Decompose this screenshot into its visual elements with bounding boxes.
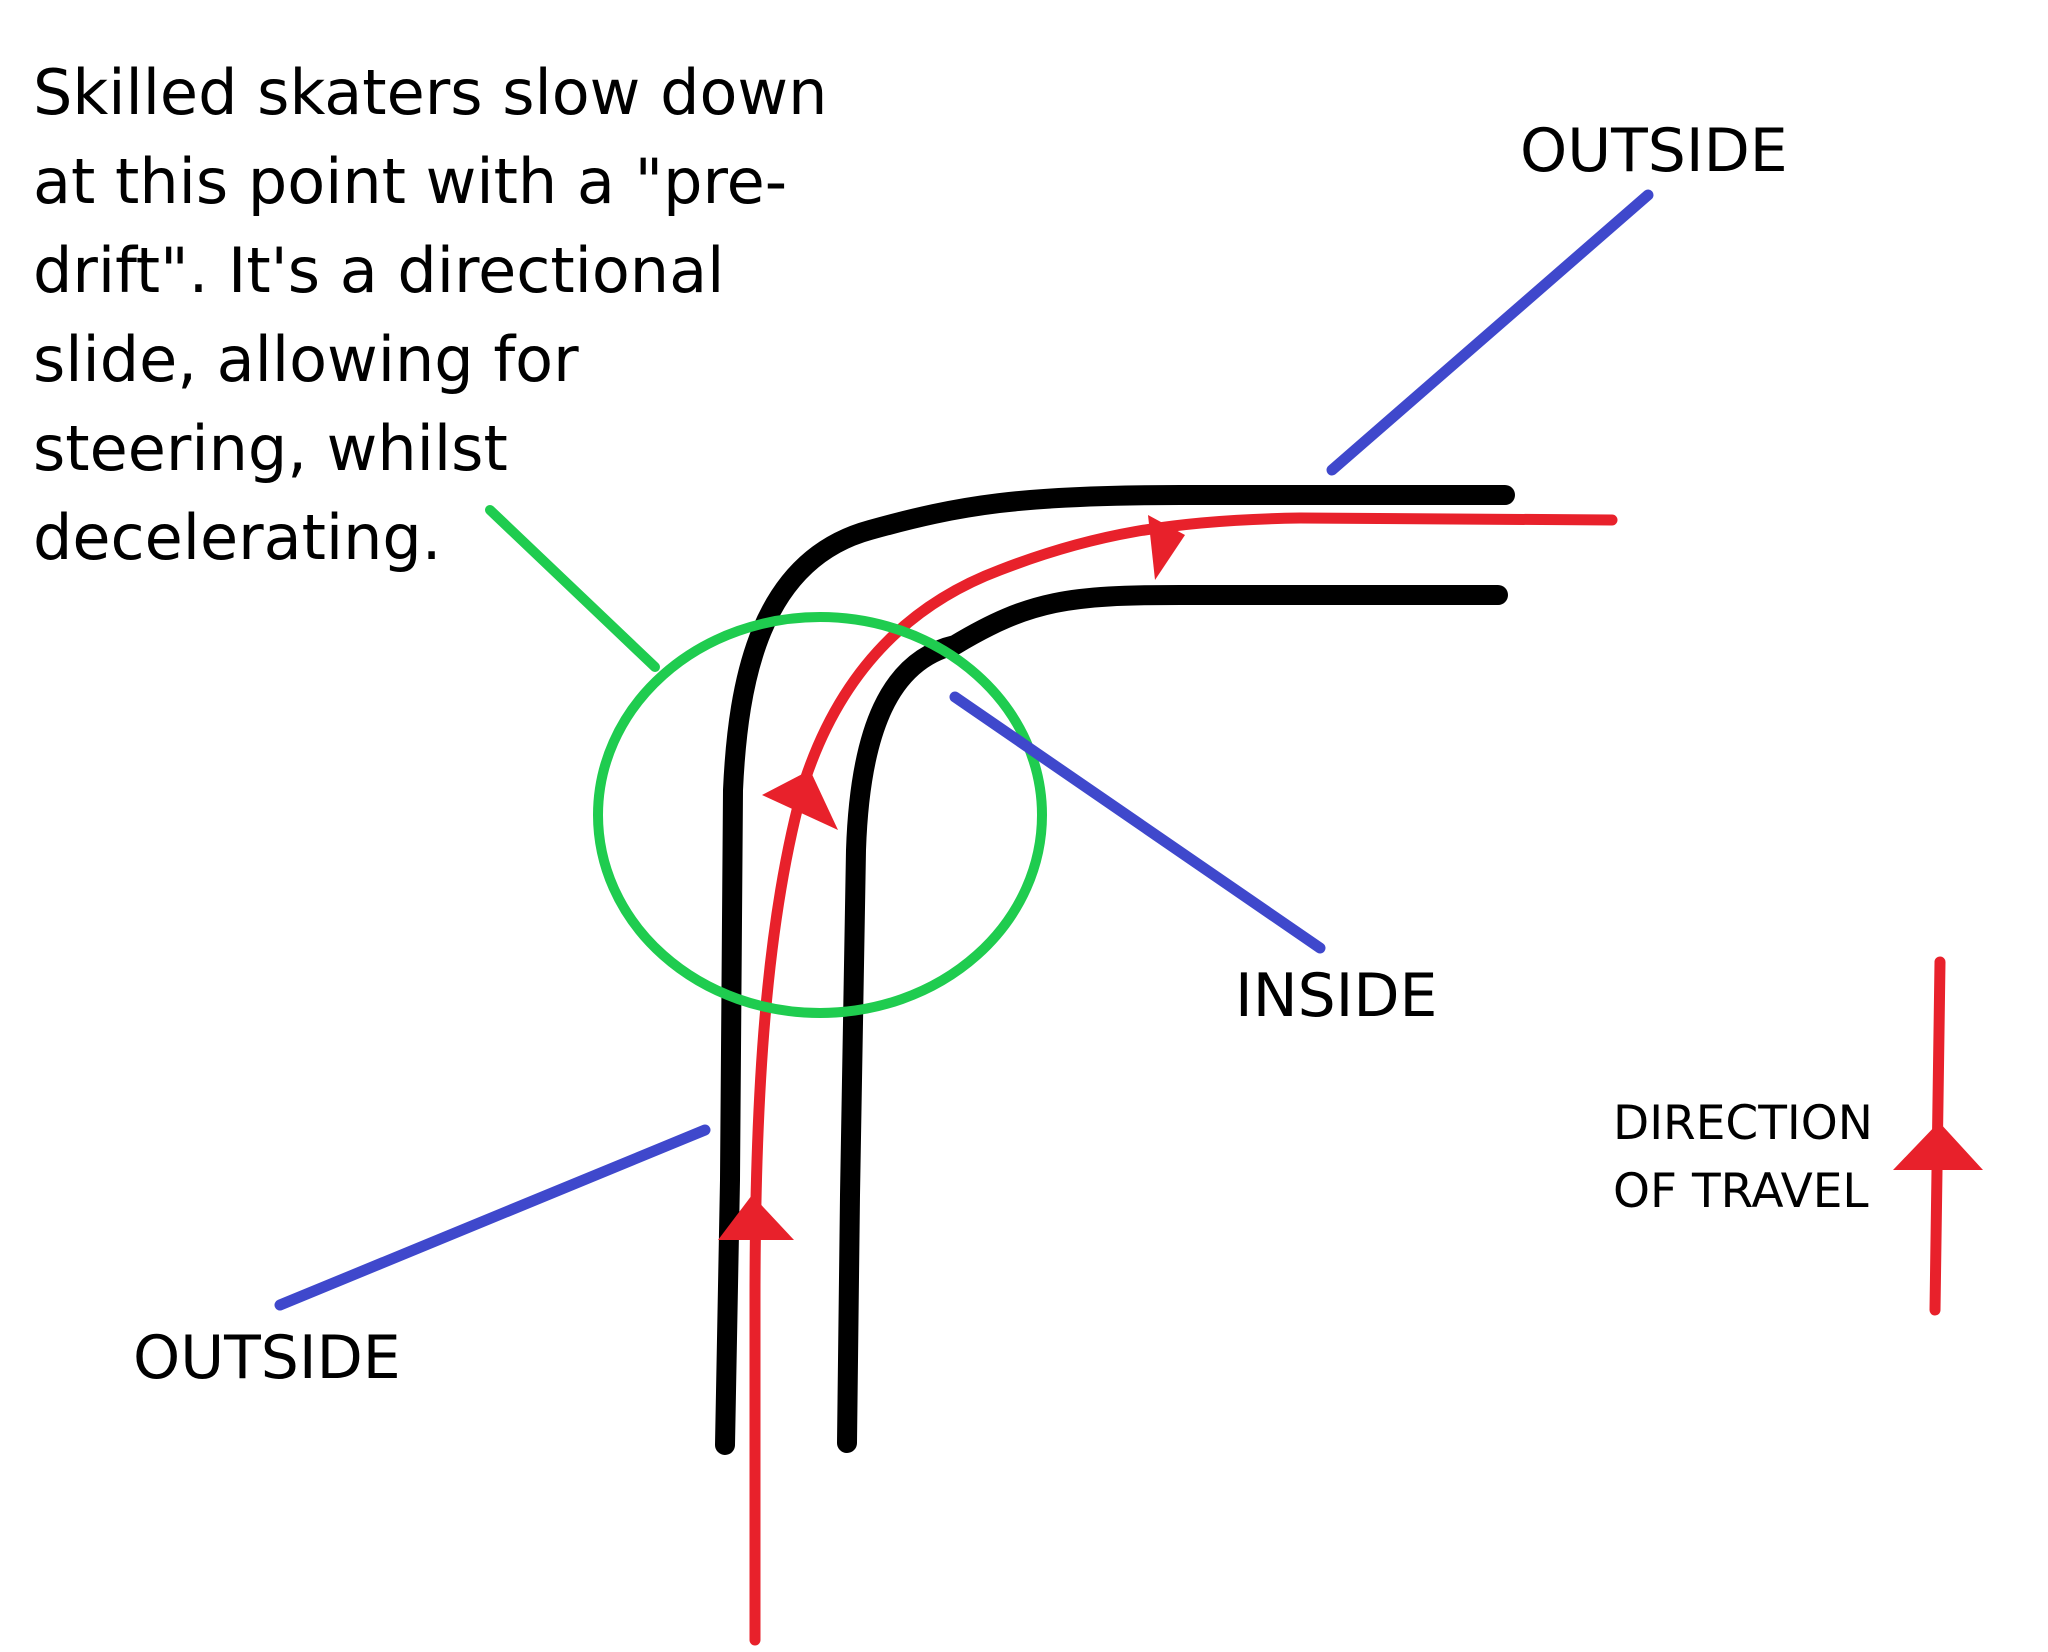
caption-callout-line [485,505,660,672]
direction-of-travel-legend: DIRECTION OF TRAVEL [1613,1090,1873,1226]
caption-line: slide, allowing for [33,323,579,396]
outside-top-pointer [1326,189,1654,476]
pre-drift-caption: Skilled skaters slow down at this point … [33,48,853,582]
inside-pointer [949,691,1326,954]
racing-line [749,512,1618,1646]
caption-line: drift". It's a directional [33,234,725,307]
outside-label-bottom: OUTSIDE [133,1323,401,1393]
legend-line: OF TRAVEL [1613,1164,1869,1219]
caption-line: steering, whilst [33,412,508,485]
pre-drift-highlight-circle [593,612,1047,1018]
direction-legend-arrowhead [1893,1122,1983,1170]
track-inner-edge [837,585,1508,1453]
outside-label-top: OUTSIDE [1520,116,1788,186]
racing-line-arrowhead-upper [1148,515,1185,580]
legend-line: DIRECTION [1613,1096,1873,1151]
racing-line-arrowhead-lower [718,1195,794,1240]
outside-bottom-pointer [274,1124,711,1311]
caption-line: at this point with a "pre- [33,145,788,218]
caption-line: Skilled skaters slow down [33,56,828,129]
track-outer-edge [715,485,1515,1455]
racing-line-arrowhead-middle [762,770,838,830]
caption-line: decelerating. [33,501,442,574]
inside-label: INSIDE [1235,961,1438,1031]
